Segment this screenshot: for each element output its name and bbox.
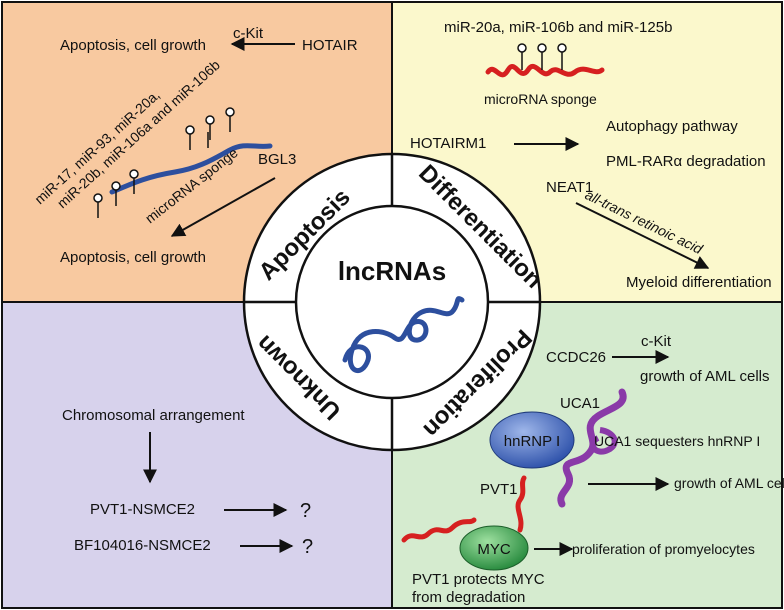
ccdc26-label: CCDC26 bbox=[546, 349, 606, 366]
hairpin-icon bbox=[205, 115, 215, 140]
promyelocytes-label: proliferation of promyelocytes bbox=[572, 541, 755, 557]
hairpin-icon bbox=[111, 181, 121, 206]
autophagy-label: Autophagy pathway bbox=[606, 118, 738, 135]
mirna-hairpins-apoptosis bbox=[93, 107, 235, 218]
uca1-label: UCA1 bbox=[560, 395, 600, 412]
neat1-arrow bbox=[575, 202, 710, 269]
hotairm1-label: HOTAIRM1 bbox=[410, 135, 486, 152]
hnrnp-label: hnRNP I bbox=[504, 433, 560, 450]
uca1-rna-loop bbox=[589, 427, 618, 455]
growth-label-2: growth of AML cells bbox=[674, 475, 784, 491]
myeloid-label: Myeloid differentiation bbox=[626, 274, 772, 291]
sponge-label-differentiation: microRNA sponge bbox=[484, 91, 597, 107]
pvt1-label: PVT1 bbox=[480, 481, 518, 498]
hairpin-icon bbox=[557, 43, 567, 70]
ckit-label-apoptosis: c-Kit bbox=[233, 25, 264, 42]
uca1-sequesters-label: UCA1 sequesters hnRNP I bbox=[594, 433, 760, 449]
uca1-rna-strand bbox=[557, 388, 627, 508]
hairpin-icon bbox=[185, 125, 195, 150]
hairpin-icon bbox=[517, 43, 527, 70]
neat1-label: NEAT1 bbox=[546, 179, 593, 196]
hotairm1-rna-strand bbox=[485, 63, 605, 78]
pvt1-nsmce2-label: PVT1-NSMCE2 bbox=[90, 501, 195, 518]
hairpin-icon bbox=[225, 107, 235, 132]
center-title: lncRNAs bbox=[338, 256, 446, 286]
pvt1-protects-line2: from degradation bbox=[412, 589, 525, 606]
question-mark-1: ? bbox=[300, 500, 311, 522]
bgl3-arrow bbox=[170, 177, 276, 237]
hairpin-icon bbox=[93, 193, 103, 218]
myc-label: MYC bbox=[477, 541, 511, 558]
ckit-label-proliferation: c-Kit bbox=[641, 333, 672, 350]
pml-rara-label: PML-RARα degradation bbox=[606, 153, 766, 170]
myc-protein bbox=[459, 525, 529, 571]
apoptosis-outcome-bottom: Apoptosis, cell growth bbox=[60, 249, 206, 266]
hotair-label: HOTAIR bbox=[302, 37, 358, 54]
hnrnp-i-protein bbox=[489, 411, 575, 469]
center-rna-icon bbox=[342, 296, 465, 374]
growth-label-1: growth of AML cells bbox=[640, 368, 770, 385]
mirna-hairpins-differentiation bbox=[517, 43, 567, 70]
mirna-list-differentiation: miR-20a, miR-106b and miR-125b bbox=[444, 19, 672, 36]
pvt1-rna-strand bbox=[401, 475, 527, 543]
hairpin-icon bbox=[129, 169, 139, 194]
pvt1-protects-line1: PVT1 protects MYC bbox=[412, 571, 545, 588]
bf104016-nsmce2-label: BF104016-NSMCE2 bbox=[74, 537, 211, 554]
hairpin-icon bbox=[537, 43, 547, 70]
apoptosis-outcome-top: Apoptosis, cell growth bbox=[60, 37, 206, 54]
bgl3-rna-strand bbox=[109, 143, 273, 195]
bgl3-label: BGL3 bbox=[258, 151, 296, 168]
chromosomal-label: Chromosomal arrangement bbox=[62, 407, 245, 424]
question-mark-2: ? bbox=[302, 536, 313, 558]
